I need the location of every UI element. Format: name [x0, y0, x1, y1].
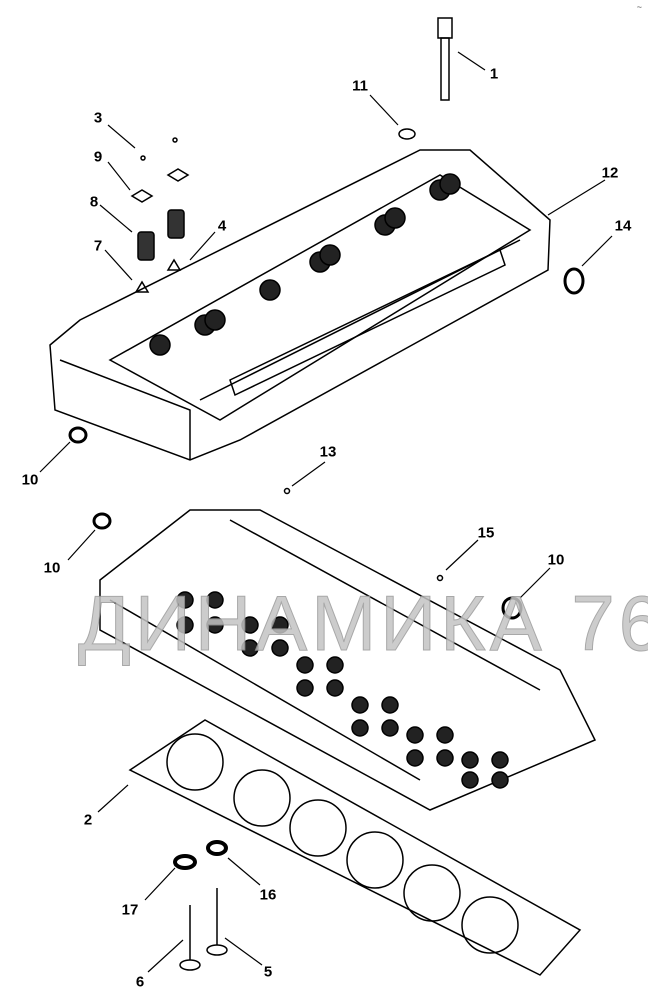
callout-3: 3: [93, 109, 103, 127]
callout-5: 5: [263, 963, 273, 981]
small-parts-valve-train: [68, 128, 585, 620]
part-cylinder-head-lower: [99, 509, 597, 811]
callout-16: 16: [259, 886, 277, 904]
valve-ports-lower: [176, 591, 509, 789]
part-head-gasket: [128, 719, 582, 976]
callout-11: 11: [352, 77, 368, 95]
callout-13: 13: [319, 443, 337, 461]
callout-2: 2: [83, 811, 93, 829]
part-valves: [173, 840, 228, 971]
leader-lines: [39, 51, 613, 973]
part-bolt: [437, 17, 453, 101]
callout-14: 14: [614, 217, 632, 235]
callout-9: 9: [93, 148, 103, 166]
callout-10: 10: [21, 471, 39, 489]
callout-12: 12: [601, 164, 619, 182]
watermark: ДИНАМИКА 76: [77, 579, 648, 668]
callout-8: 8: [89, 193, 99, 211]
part-cylinder-head-upper: [49, 149, 551, 461]
callout-6: 6: [135, 973, 145, 991]
callout-10: 10: [547, 551, 565, 569]
corner-mark: ~: [636, 2, 642, 12]
callout-1: 1: [489, 65, 499, 83]
valve-pockets-upper: [149, 173, 461, 356]
callout-10: 10: [43, 559, 61, 577]
callout-4: 4: [217, 217, 227, 235]
callout-7: 7: [93, 237, 103, 255]
callout-17: 17: [121, 901, 139, 919]
callout-15: 15: [477, 524, 495, 542]
